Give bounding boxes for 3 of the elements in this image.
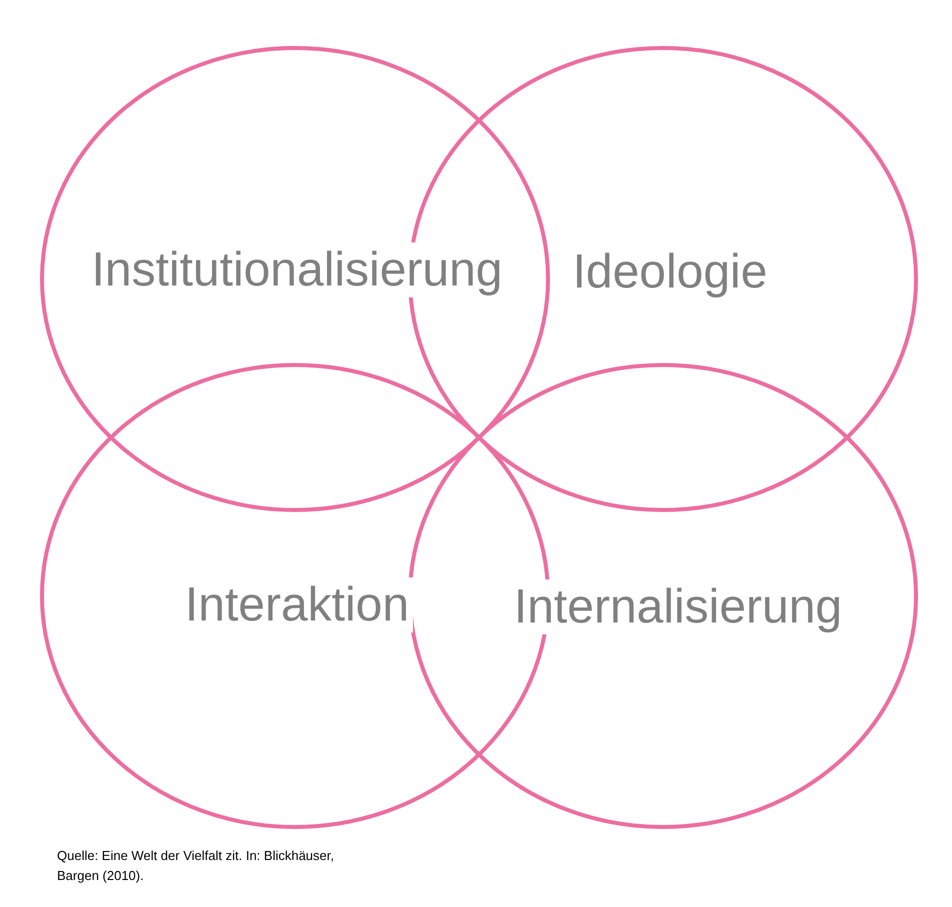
source-caption: Quelle: Eine Welt der Vielfalt zit. In: Blickhäuser, Bargen (2010).: [57, 847, 335, 885]
ellipse-outline: [408, 363, 918, 829]
ellipse-outline: [40, 46, 550, 512]
